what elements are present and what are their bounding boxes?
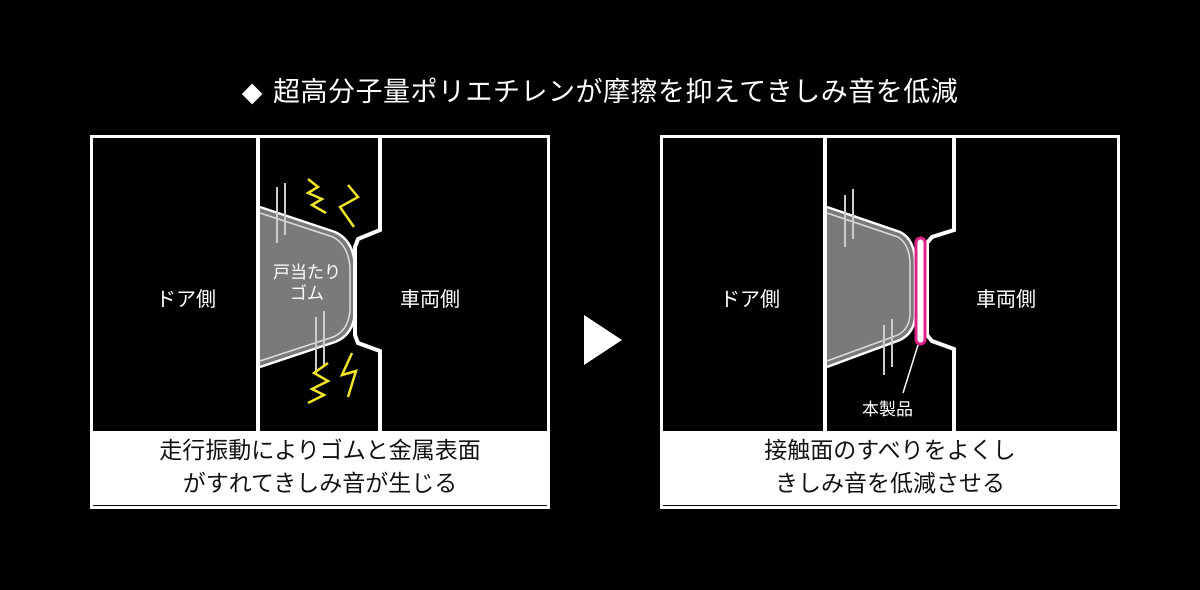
rubber-label-line1: 戸当たり <box>273 263 341 283</box>
vehicle-side-label: 車両側 <box>400 287 460 311</box>
right-arrow-icon <box>584 315 622 365</box>
vibration-bolt-icon <box>339 352 358 398</box>
before-panel: ドア側 車両側 戸当たり ゴム 走行振動によりゴムと金属表面 がすれてきしみ音が… <box>90 135 550 509</box>
after-caption-line1: 接触面のすべりをよくし <box>764 438 1016 464</box>
headline-text: 超高分子量ポリエチレンが摩擦を抑えてきしみ音を低減 <box>272 77 959 108</box>
headline: ◆ 超高分子量ポリエチレンが摩擦を抑えてきしみ音を低減 <box>0 70 1200 109</box>
product-strip <box>914 236 927 346</box>
vibration-bolt-icon <box>338 184 360 228</box>
before-caption-line2: がすれてきしみ音が生じる <box>182 471 458 497</box>
after-caption-line2: きしみ音を低減させる <box>775 471 1005 497</box>
before-diagram <box>90 135 550 509</box>
diamond-bullet-icon: ◆ <box>241 77 263 108</box>
before-caption: 走行振動によりゴムと金属表面 がすれてきしみ音が生じる <box>93 431 547 505</box>
rubber-label-line2: ゴム <box>290 284 324 304</box>
rubber-label: 戸当たり ゴム <box>262 263 352 305</box>
after-caption: 接触面のすべりをよくし きしみ音を低減させる <box>663 431 1117 505</box>
door-side-label: ドア側 <box>720 287 780 311</box>
product-label: 本製品 <box>862 400 913 420</box>
vibration-bolt-icon <box>305 178 327 215</box>
after-diagram <box>660 135 1120 509</box>
door-side-label: ドア側 <box>156 287 216 311</box>
before-caption-line1: 走行振動によりゴムと金属表面 <box>159 438 481 464</box>
after-panel: ドア側 車両側 本製品 接触面のすべりをよくし きしみ音を低減させる <box>660 135 1120 509</box>
vibration-bolt-icon <box>307 361 331 405</box>
vehicle-side-label: 車両側 <box>976 287 1036 311</box>
